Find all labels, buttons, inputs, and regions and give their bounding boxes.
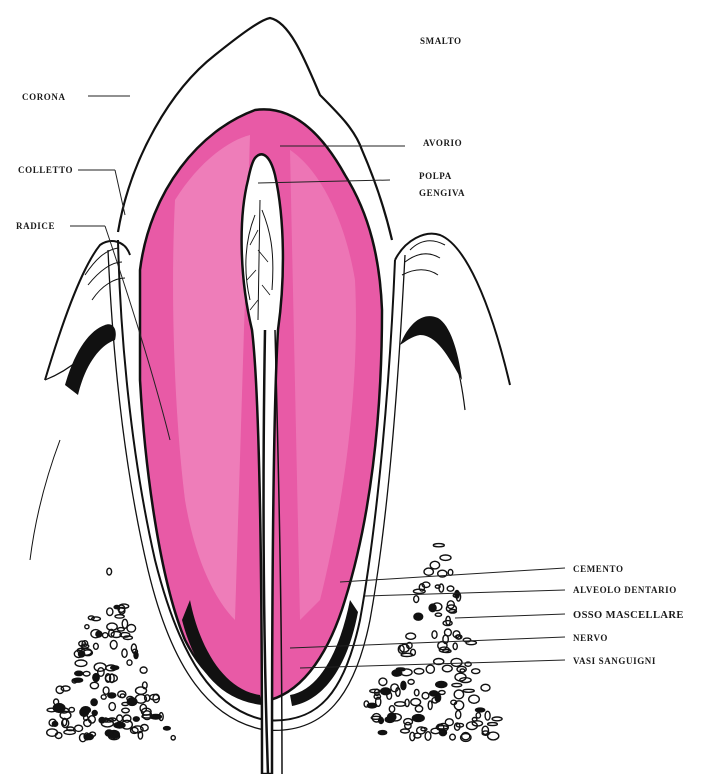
gum-right xyxy=(395,234,510,410)
bone-pore xyxy=(401,681,406,689)
bone-pore xyxy=(134,652,138,659)
bone-pore xyxy=(412,715,424,722)
bone-pore xyxy=(378,731,386,735)
label-osso-mascellare: OSSO MASCELLARE xyxy=(573,610,684,621)
bone-pore xyxy=(385,717,394,723)
bone-pore xyxy=(127,698,137,706)
bone-pore xyxy=(52,722,57,727)
bone-pore xyxy=(92,711,97,716)
bone-pore xyxy=(396,668,405,671)
bone-pore xyxy=(436,681,447,687)
bone-pore xyxy=(476,708,485,712)
label-corona: CORONA xyxy=(22,92,66,102)
label-gengiva: GENGIVA xyxy=(419,188,465,198)
label-radice: RADICE xyxy=(16,221,55,231)
jaw-bone-right xyxy=(345,535,510,741)
label-polpa: POLPA xyxy=(419,171,452,181)
label-colletto: COLLETTO xyxy=(18,165,73,175)
label-nervo: NERVO xyxy=(573,633,608,643)
label-vasi-sanguigni: VASI SANGUIGNI xyxy=(573,656,656,666)
jaw-bone-left xyxy=(40,565,175,742)
label-avorio: AVORIO xyxy=(423,138,462,148)
bone-pore xyxy=(96,631,102,637)
bone-pore xyxy=(133,717,139,721)
bone-pore xyxy=(164,727,171,730)
label-cemento: CEMENTO xyxy=(573,564,624,574)
gum-left xyxy=(30,241,130,560)
bone-pore xyxy=(414,613,423,620)
bone-pore xyxy=(75,671,83,675)
bone-pore xyxy=(91,699,97,706)
label-alveolo-dentario: ALVEOLO DENTARIO xyxy=(573,585,677,595)
bone-pore xyxy=(111,666,119,670)
bone-pore xyxy=(105,730,113,736)
label-smalto: SMALTO xyxy=(420,36,462,46)
bone-pore xyxy=(108,693,116,698)
bone-pore xyxy=(381,688,391,695)
bone-pore xyxy=(430,691,438,696)
bone-pore xyxy=(81,707,90,714)
